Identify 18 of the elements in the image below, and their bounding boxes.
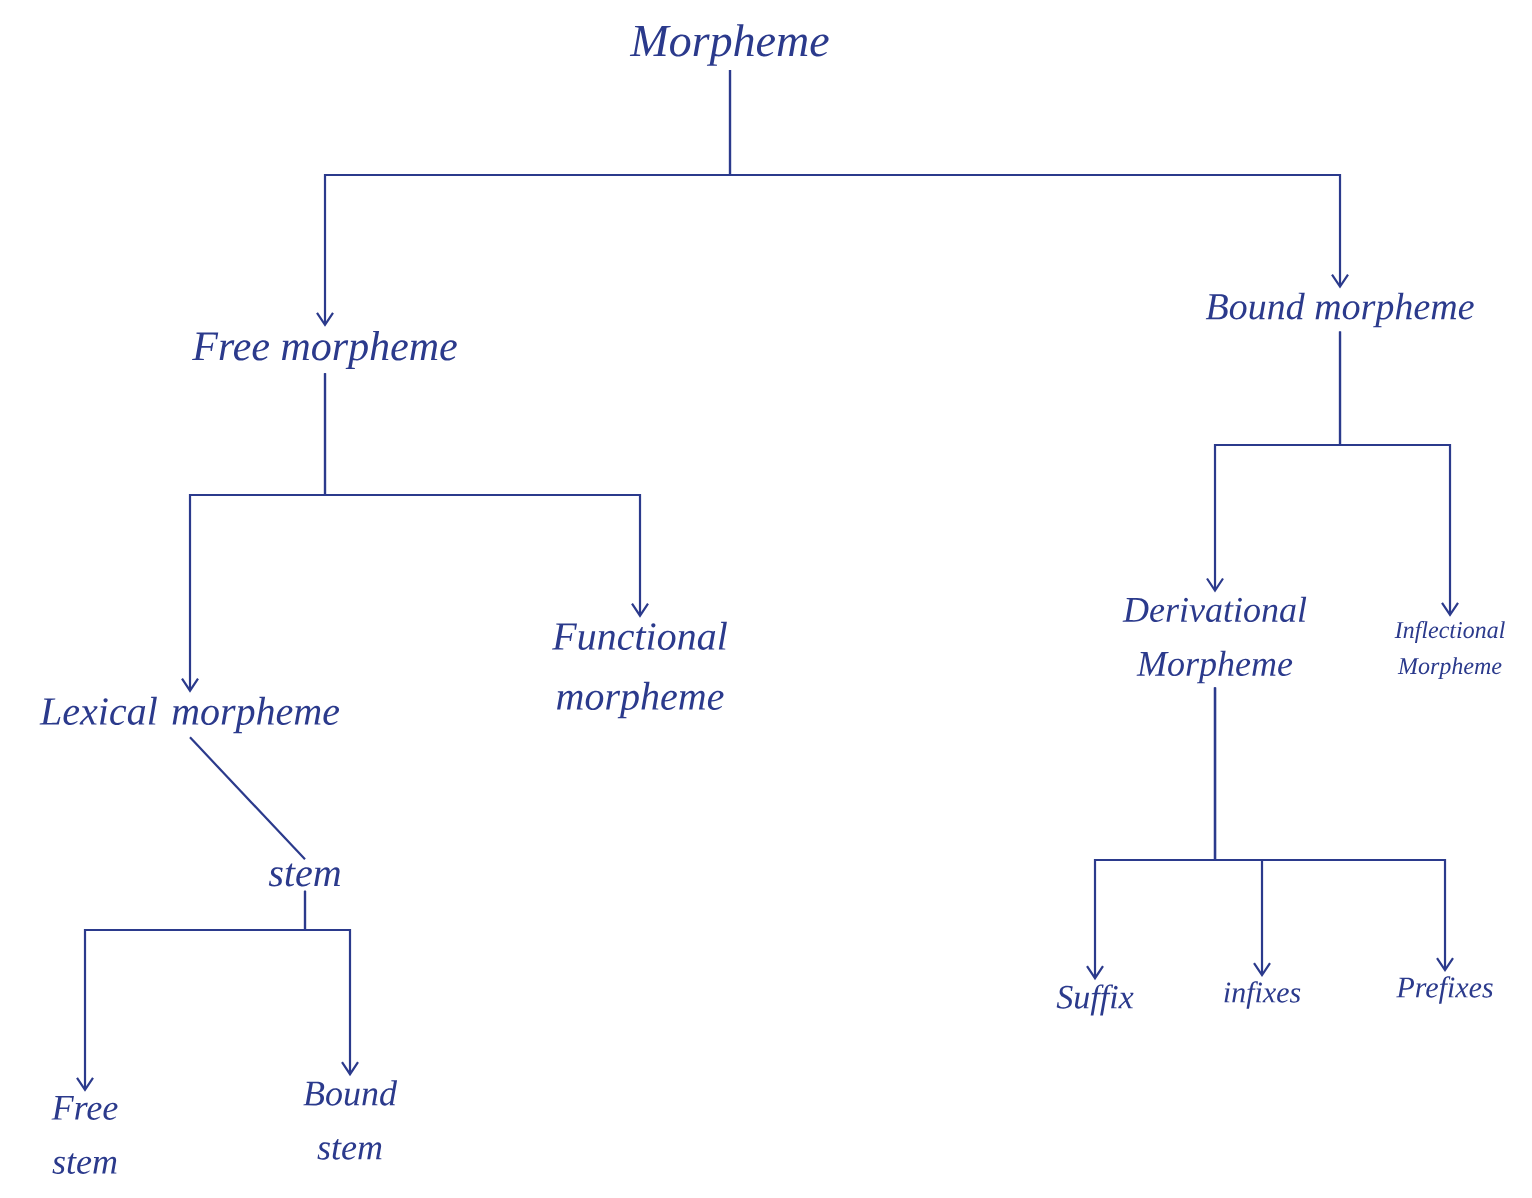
arrow [303,890,359,1077]
arrow [728,70,1349,289]
tree-label: Morpheme [629,24,829,66]
tree-label: Derivational Morpheme [1122,596,1307,684]
tree-label: Prefixes [1396,976,1493,1004]
tree-label: infixes [1224,981,1301,1009]
tree-label: Bound morpheme [1205,292,1474,328]
arrow [1213,687,1454,973]
tree-label: Free morpheme [192,330,457,370]
tree-label: Free stem [51,1096,118,1174]
tree-label: Bound stem [303,1080,398,1160]
arrow [1338,331,1459,617]
tree-label: Functional morpheme [552,621,727,719]
arrow [323,373,649,618]
tree-label: Inflectional Morpheme [1394,621,1505,679]
tree-label: stem [268,863,340,887]
tree-label: Suffix [1056,984,1134,1016]
tree-label: Lexical morpheme [39,696,340,734]
